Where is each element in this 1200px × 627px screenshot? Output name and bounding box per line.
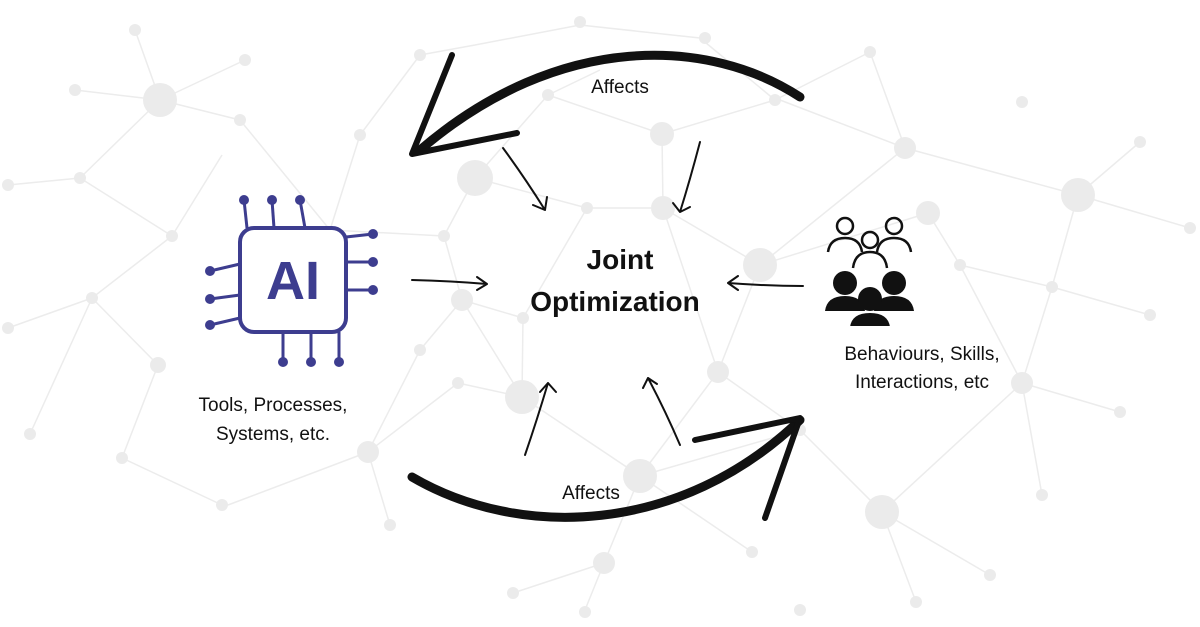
right-caption-line1: Behaviours, Skills, — [844, 344, 1000, 365]
arrow-bottom-left-to-center — [524, 382, 557, 456]
arrow-left-to-center — [411, 276, 488, 291]
left-caption-line2: Systems, etc. — [215, 424, 331, 445]
arrow-top-right-to-center — [672, 141, 701, 213]
ai-chip-text: AI — [266, 251, 320, 311]
top-arrow-label: Affects — [591, 77, 649, 98]
center-title-line1: Joint — [586, 244, 654, 275]
bottom-arrow-label: Affects — [562, 483, 620, 504]
arrow-top-left-to-center — [502, 147, 548, 211]
top-big-arrow — [415, 50, 805, 155]
bottom-big-arrow — [407, 415, 805, 522]
arrow-bottom-right-to-center — [642, 377, 681, 446]
right-caption-line2: Interactions, etc — [854, 372, 990, 393]
arrow-right-to-center — [727, 275, 804, 291]
top-big-arrowhead — [409, 52, 520, 157]
center-title-line2: Optimization — [530, 286, 700, 317]
left-caption-line1: Tools, Processes, — [198, 395, 348, 416]
bottom-big-arrowhead — [692, 415, 803, 521]
